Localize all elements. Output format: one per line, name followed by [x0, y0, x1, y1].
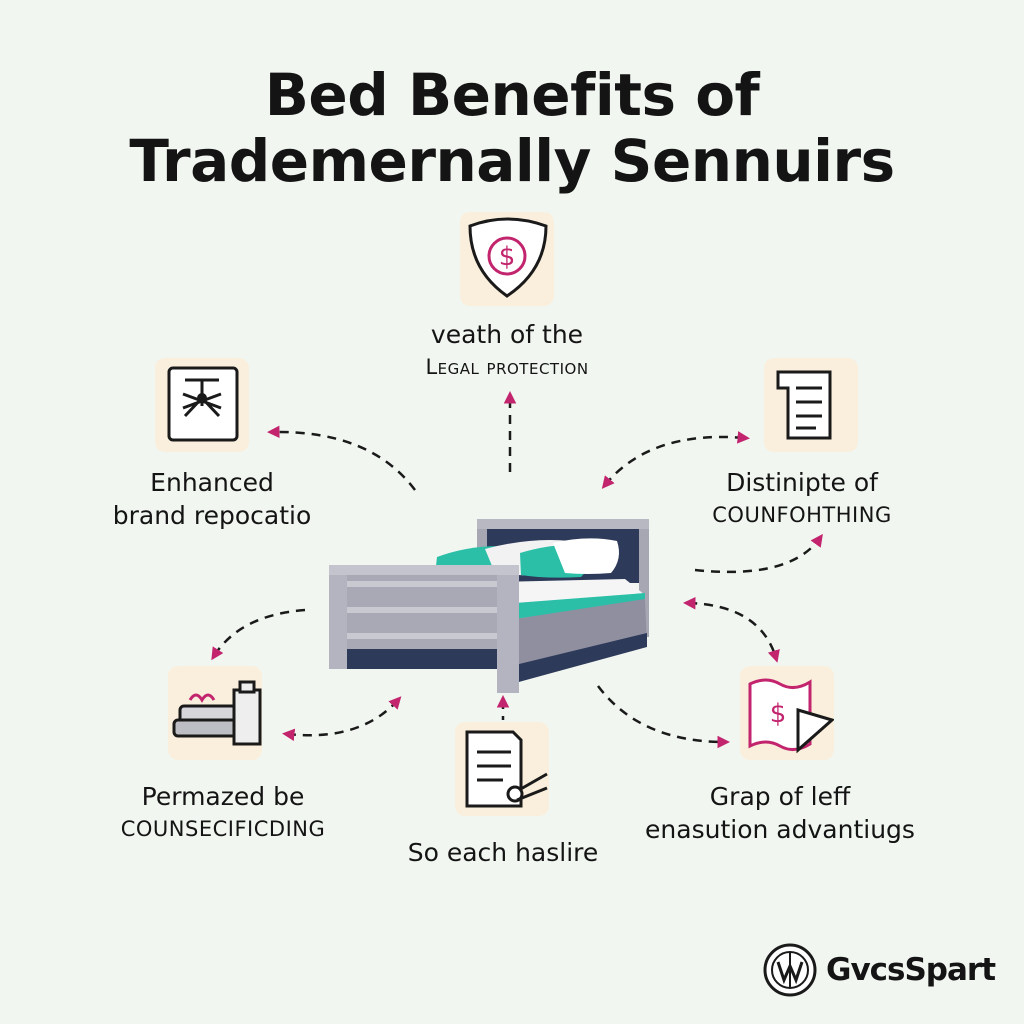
page-title: Bed Benefits of Trademernally Sennuirs	[0, 62, 1024, 194]
node-bottom-left-line-1: Permazed be	[141, 782, 305, 811]
title-line-2: Trademernally Sennuirs	[129, 127, 895, 195]
connector-top-left	[267, 425, 416, 491]
connector-bottom-right	[597, 685, 730, 749]
node-top-line-1: veath of the	[430, 320, 584, 349]
node-top-right-line-1: Distinipte of	[726, 468, 878, 497]
logo-text: GvcsSpart	[826, 952, 996, 988]
framed-emblem-icon	[155, 358, 249, 452]
brand-logo: GvcsSpart	[762, 940, 996, 1000]
node-bottom-left-label: Permazed be COUNSECIFICDING	[98, 780, 348, 846]
shield-dollar-icon: $	[460, 212, 554, 306]
connector-right-upper	[694, 533, 823, 574]
node-top-left-label: Enhanced brand repocatio	[92, 466, 332, 532]
document-scissors-icon	[455, 722, 549, 816]
svg-text:$: $	[770, 699, 787, 729]
node-top-left-line-2: brand repocatio	[112, 501, 312, 530]
node-bottom-center-line-1: So each haslire	[407, 838, 599, 867]
node-top-left-line-1: Enhanced	[150, 468, 274, 497]
node-bottom-right-line-2: enasution advantiugs	[645, 815, 915, 844]
node-top-label: veath of the Legal protection	[382, 318, 632, 384]
node-bottom-center-label: So each haslire	[390, 836, 616, 869]
map-play-icon: $	[740, 666, 834, 760]
node-top-right-line-2: COUNFOHTHING	[712, 503, 892, 527]
node-bottom-right-label: Grap of leff enasution advantiugs	[632, 780, 928, 846]
title-line-1: Bed Benefits of	[264, 61, 760, 129]
connector-right-lower	[683, 596, 780, 663]
bed-illustration	[329, 519, 649, 693]
document-icon	[764, 358, 858, 452]
globe-emblem-icon	[763, 943, 817, 997]
node-bottom-left-line-2: COUNSECIFICDING	[120, 817, 326, 841]
node-top-right-label: Distinipte of COUNFOHTHING	[688, 466, 916, 532]
node-bottom-right-line-1: Grap of leff	[709, 782, 851, 811]
svg-text:$: $	[499, 242, 516, 272]
sofa-gift-icon	[168, 666, 262, 760]
connector-left	[211, 608, 306, 661]
connector-bottom-left	[282, 696, 402, 742]
connector-top-right	[601, 431, 750, 489]
node-top-line-2: Legal protection	[425, 355, 589, 379]
